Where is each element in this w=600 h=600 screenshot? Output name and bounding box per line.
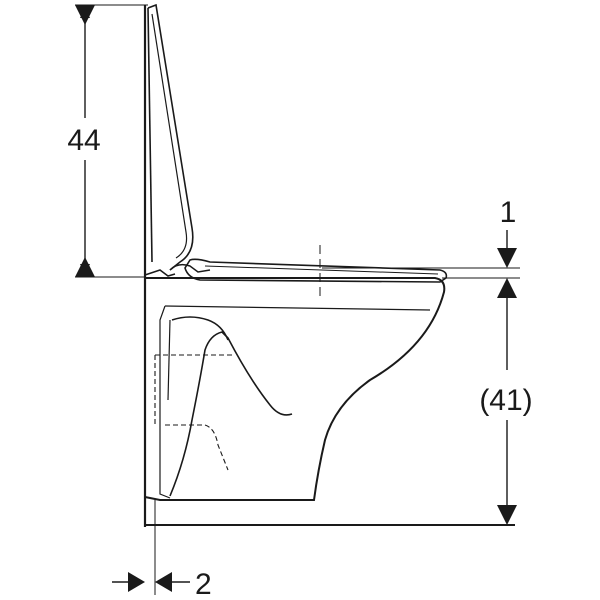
dimension-seat-gap: 1 [322,196,520,279]
toilet-seat [184,258,448,283]
dimension-label-44: 44 [67,124,100,157]
toilet-lid [147,3,194,271]
dimension-lid-height: 44 [67,4,148,278]
dimension-label-1: 1 [500,196,517,229]
dimension-rim-height: (41) [479,278,533,525]
dimension-wall-gap: 2 [112,568,212,600]
toilet-bowl [144,277,446,501]
outlet-pipe-outline [154,354,235,471]
dimension-label-41: (41) [479,384,532,417]
wall [143,5,156,595]
dimension-label-2: 2 [195,568,212,600]
seat-hinge [144,263,211,277]
